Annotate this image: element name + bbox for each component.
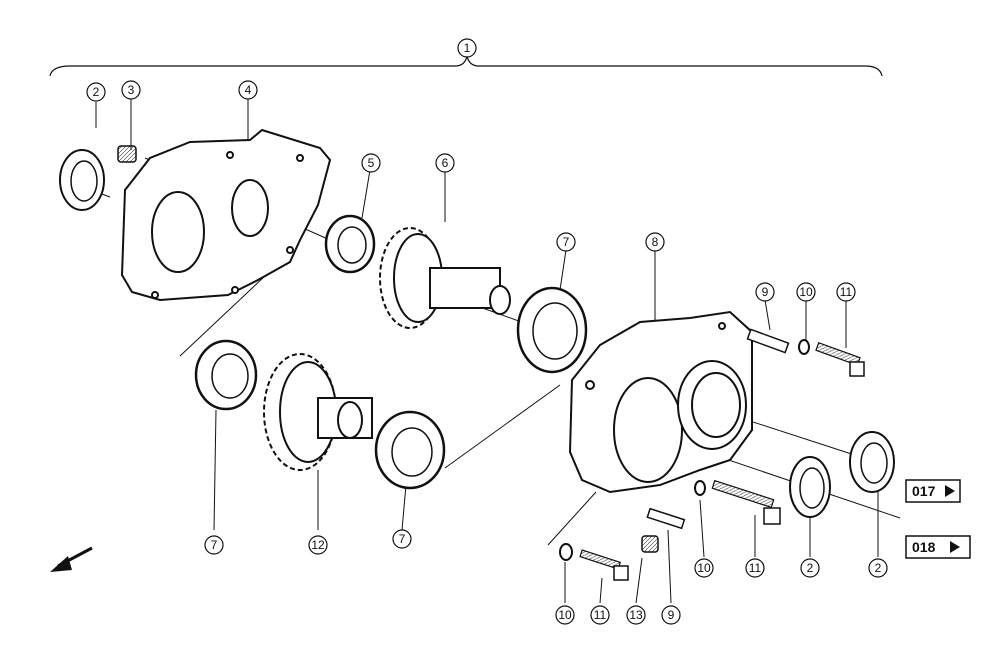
svg-text:2: 2 — [93, 85, 100, 99]
callout-pin-bottom: 9 — [661, 605, 681, 625]
callout-washer-bottom: 10 — [555, 605, 575, 625]
svg-text:017: 017 — [912, 483, 936, 499]
washer-upper — [798, 339, 810, 355]
assembly-brace — [49, 55, 883, 77]
callout-bearing-mid-lower: 7 — [392, 529, 412, 549]
reference-box-018[interactable]: 018 — [905, 535, 971, 559]
callout-pin-upper: 9 — [755, 282, 775, 302]
callout-assembly: 1 — [457, 38, 477, 58]
callout-housing-cover: 4 — [238, 80, 258, 100]
svg-text:11: 11 — [749, 561, 762, 575]
callout-seal-right: 2 — [868, 558, 888, 578]
callout-washer-upper: 10 — [796, 282, 816, 302]
reference-box-017[interactable]: 017 — [905, 479, 961, 503]
bolt-upper — [815, 341, 865, 377]
callout-gear-lower: 12 — [308, 535, 328, 555]
bearing-mid-lower — [374, 410, 446, 490]
callout-bolt-bottom: 11 — [590, 605, 610, 625]
callout-seal-left: 2 — [86, 82, 106, 102]
housing-cover — [120, 128, 332, 302]
svg-text:2: 2 — [807, 561, 814, 575]
svg-text:13: 13 — [629, 608, 643, 622]
svg-text:7: 7 — [563, 235, 570, 249]
bearing-upper — [516, 286, 588, 374]
plug-bottom — [641, 535, 659, 553]
svg-text:4: 4 — [245, 83, 252, 97]
callout-bolt-upper: 11 — [836, 282, 856, 302]
svg-text:10: 10 — [697, 561, 711, 575]
callout-plug: 3 — [121, 80, 141, 100]
play-arrow-icon — [950, 541, 960, 553]
svg-text:10: 10 — [558, 608, 572, 622]
svg-text:8: 8 — [652, 235, 659, 249]
svg-text:1: 1 — [464, 41, 471, 55]
callout-housing-main: 8 — [645, 232, 665, 252]
gear-shaft — [379, 227, 511, 329]
svg-text:11: 11 — [594, 608, 607, 622]
callout-washer-mid: 10 — [694, 558, 714, 578]
play-arrow-icon — [945, 485, 955, 497]
svg-text:6: 6 — [442, 156, 449, 170]
svg-text:9: 9 — [762, 285, 769, 299]
svg-text:9: 9 — [668, 608, 675, 622]
svg-text:7: 7 — [211, 538, 218, 552]
callout-bolt-mid: 11 — [745, 558, 765, 578]
svg-text:5: 5 — [368, 156, 375, 170]
callout-bearing-left-lower: 7 — [204, 535, 224, 555]
svg-text:7: 7 — [399, 532, 406, 546]
bolt-mid — [711, 479, 781, 525]
callout-gear-shaft: 6 — [435, 153, 455, 173]
svg-text:12: 12 — [311, 538, 325, 552]
bearing-left-lower — [194, 339, 258, 411]
washer-mid — [694, 480, 706, 496]
callout-plug-bottom: 13 — [626, 605, 646, 625]
gear-lower — [263, 353, 373, 471]
housing-main — [568, 310, 753, 494]
callout-bearing-upper: 7 — [556, 232, 576, 252]
seal-mid — [789, 456, 831, 518]
seal-right — [849, 431, 895, 493]
svg-text:11: 11 — [840, 285, 853, 299]
callout-seal-mid: 2 — [800, 558, 820, 578]
plug-part — [117, 145, 137, 163]
callout-bearing-small: 5 — [361, 153, 381, 173]
svg-text:10: 10 — [799, 285, 813, 299]
front-direction-arrow-icon — [50, 546, 93, 572]
svg-text:3: 3 — [128, 83, 135, 97]
pin-upper — [746, 328, 790, 354]
washer-bottom — [559, 543, 573, 561]
pin-bottom — [646, 507, 686, 530]
svg-text:018: 018 — [912, 539, 936, 555]
bearing-small — [324, 214, 376, 274]
seal-left — [59, 149, 105, 211]
bolt-bottom — [579, 549, 629, 581]
svg-text:2: 2 — [875, 561, 882, 575]
